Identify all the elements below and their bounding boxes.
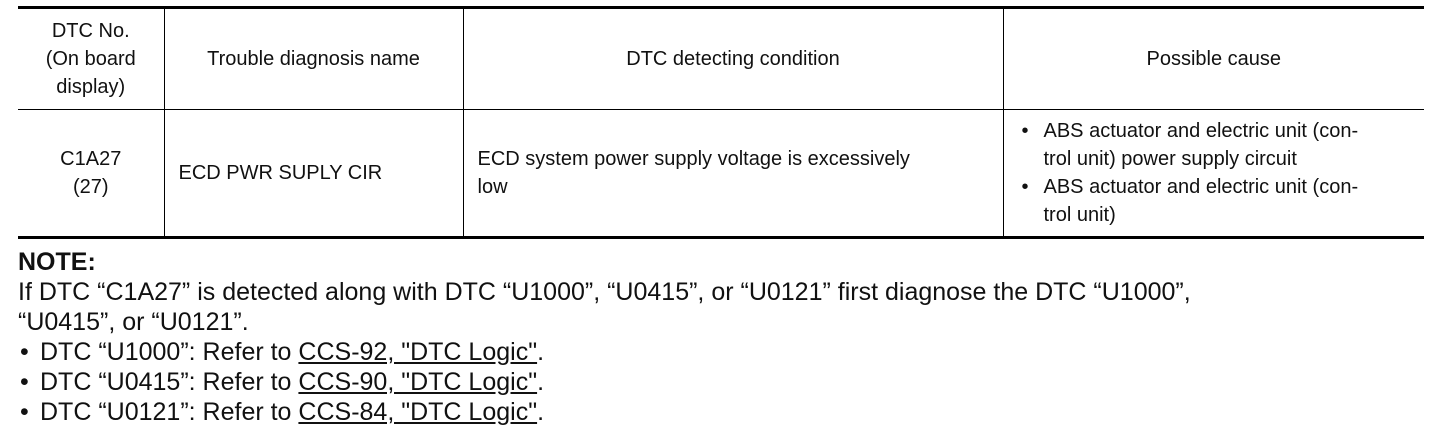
ref-prefix: DTC “U0415”: Refer to: [40, 368, 299, 396]
cell-dtc-no: C1A27 (27): [18, 109, 165, 238]
ref-suffix: .: [537, 398, 545, 426]
header-possible-cause: Possible cause: [1002, 7, 1424, 110]
header-trouble-diagnosis-name: Trouble diagnosis name: [163, 7, 464, 110]
document: DTC No. (On board display) Trouble diagn…: [18, 6, 1424, 427]
cell-trouble-diagnosis-name: ECD PWR SUPLY CIR: [163, 109, 464, 238]
ref-link-ccs-90[interactable]: CCS-90, "DTC Logic": [298, 368, 538, 396]
table-header-row: DTC No. (On board display) Trouble diagn…: [18, 7, 1424, 110]
ref-link-ccs-92[interactable]: CCS-92, "DTC Logic": [298, 338, 538, 366]
ref-suffix: .: [537, 338, 545, 366]
cell-possible-cause: ABS actuator and electric unit (con- tro…: [1002, 109, 1424, 238]
note-text: If DTC “C1A27” is detected along with DT…: [18, 278, 1191, 336]
cause-item: ABS actuator and electric unit (con- tro…: [1018, 117, 1411, 173]
note-title: NOTE:: [18, 248, 96, 276]
ref-suffix: .: [537, 368, 545, 396]
list-item: DTC “U0121”: Refer to CCS-84, "DTC Logic…: [18, 397, 1424, 427]
cell-detecting-condition: ECD system power supply voltage is exces…: [462, 109, 1004, 238]
ref-prefix: DTC “U1000”: Refer to: [40, 338, 299, 366]
list-item: DTC “U0415”: Refer to CCS-90, "DTC Logic…: [18, 367, 1424, 397]
dtc-table: DTC No. (On board display) Trouble diagn…: [18, 6, 1424, 239]
header-dtc-detecting-condition: DTC detecting condition: [462, 7, 1004, 110]
list-item: DTC “U1000”: Refer to CCS-92, "DTC Logic…: [18, 337, 1424, 367]
header-dtc-no: DTC No. (On board display): [18, 7, 165, 110]
cause-item: ABS actuator and electric unit (con- tro…: [1018, 173, 1411, 229]
table-row: C1A27 (27) ECD PWR SUPLY CIR ECD system …: [18, 109, 1424, 238]
reference-list: DTC “U1000”: Refer to CCS-92, "DTC Logic…: [18, 337, 1424, 427]
cause-list: ABS actuator and electric unit (con- tro…: [1018, 117, 1411, 229]
note-section: NOTE: If DTC “C1A27” is detected along w…: [18, 247, 1424, 427]
ref-link-ccs-84[interactable]: CCS-84, "DTC Logic": [298, 398, 538, 426]
ref-prefix: DTC “U0121”: Refer to: [40, 398, 299, 426]
